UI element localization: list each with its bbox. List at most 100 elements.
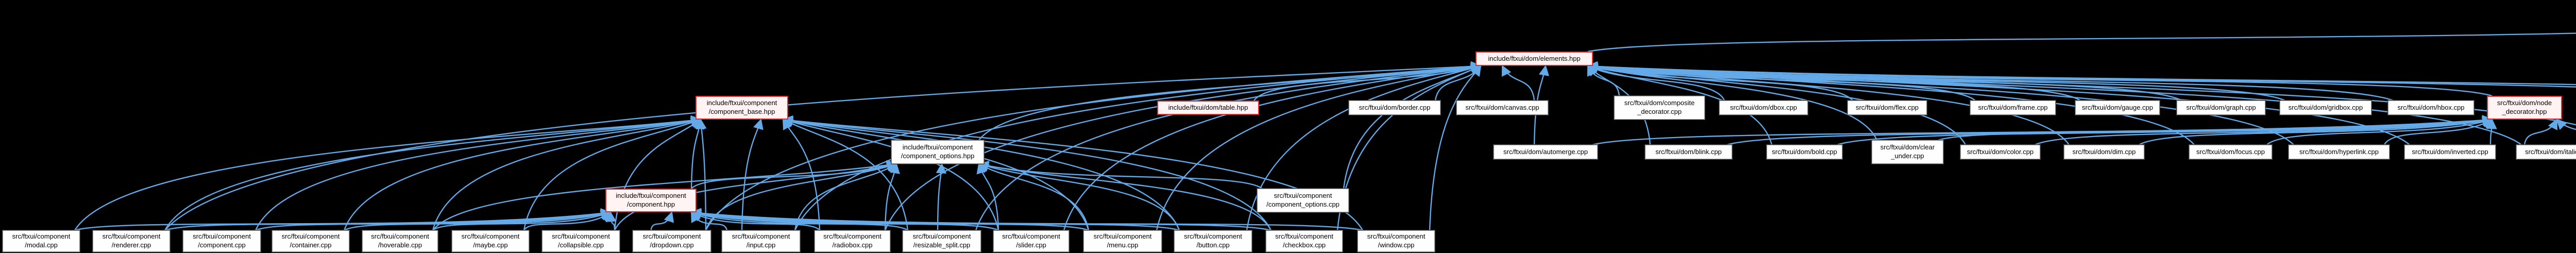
graph-node-hoverable_cpp[interactable]: src/ftxui/component/hoverable.cpp — [362, 230, 438, 252]
graph-node-input_cpp[interactable]: src/ftxui/component/input.cpp — [722, 230, 800, 252]
edge-input_cpp-to-elements_hpp — [794, 61, 1482, 231]
graph-node-label-line: include/ftxui/component — [616, 192, 686, 200]
graph-node-label-line: src/ftxui/dom/bold.cpp — [1772, 147, 1837, 156]
graph-node-component_options_cpp[interactable]: src/ftxui/component/component_options.cp… — [1257, 189, 1349, 212]
graph-node-collapsible_cpp[interactable]: src/ftxui/component/collapsible.cpp — [542, 230, 620, 252]
graph-node-label-line: src/ftxui/dom/gauge.cpp — [2081, 103, 2154, 111]
edge-maybe_cpp-to-component_base_hpp — [523, 117, 702, 231]
graph-node-label-line: /button.cpp — [1196, 241, 1230, 249]
graph-node-canvas_cpp[interactable]: src/ftxui/dom/canvas.cpp — [1456, 100, 1548, 115]
graph-node-label-line: /component_base.hpp — [708, 108, 775, 115]
edge-resizable_split_cpp-to-component_options_hpp — [936, 162, 947, 231]
edge-radiobox_cpp-to-component_options_hpp — [884, 162, 900, 231]
graph-node-focus_cpp[interactable]: src/ftxui/dom/focus.cpp — [2189, 145, 2272, 159]
graph-node-label-line: src/ftxui/component — [1093, 232, 1152, 241]
edge-radiobox_cpp-to-component_hpp — [690, 211, 820, 231]
graph-node-label-line: /renderer.cpp — [111, 241, 151, 249]
graph-node-flex_cpp[interactable]: src/ftxui/dom/flex.cpp — [1848, 100, 1927, 115]
edge-inverted_cpp-to-node_decorator_hpp — [2486, 118, 2497, 145]
graph-node-label-line: src/ftxui/component — [193, 232, 251, 241]
graph-node-color_cpp[interactable]: src/ftxui/dom/color.cpp — [1960, 145, 2040, 159]
graph-node-hyperlink_cpp[interactable]: src/ftxui/dom/hyperlink.cpp — [2289, 145, 2389, 159]
edge-collapsible_cpp-to-component_base_hpp — [614, 119, 702, 231]
edge-input_cpp-to-component_base_hpp — [741, 119, 764, 231]
edge-resizable_split_cpp-to-component_hpp — [690, 210, 908, 231]
graph-node-maybe_cpp[interactable]: src/ftxui/component/maybe.cpp — [452, 230, 529, 252]
graph-node-button_cpp[interactable]: src/ftxui/component/button.cpp — [1174, 230, 1252, 252]
edge-component_hpp-to-component_options_hpp — [691, 161, 897, 189]
graph-node-checkbox_cpp[interactable]: src/ftxui/component/checkbox.cpp — [1266, 230, 1343, 252]
graph-node-inverted_cpp[interactable]: src/ftxui/dom/inverted.cpp — [2404, 145, 2496, 159]
graph-node-node_decorator_hpp[interactable]: src/ftxui/dom/node_decorator.hpp — [2487, 96, 2562, 120]
graph-node-slider_cpp[interactable]: src/ftxui/component/slider.cpp — [993, 230, 1069, 252]
graph-node-clear_under_cpp[interactable]: src/ftxui/dom/clear_under.cpp — [1872, 140, 1943, 164]
graph-node-label-line: /collapsible.cpp — [558, 241, 604, 249]
graph-node-resizable_split_cpp[interactable]: src/ftxui/component/resizable_split.cpp — [903, 230, 981, 252]
graph-node-label-line: src/ftxui/dom/flex.cpp — [1855, 103, 1919, 111]
graph-node-component_hpp[interactable]: include/ftxui/component/component.hpp — [605, 189, 697, 212]
edge-collapsible_cpp-to-component_hpp — [605, 211, 617, 231]
graph-node-bold_cpp[interactable]: src/ftxui/dom/bold.cpp — [1767, 145, 1842, 159]
graph-node-border_cpp[interactable]: src/ftxui/dom/border.cpp — [1349, 100, 1440, 115]
edge-dropdown_cpp-to-component_options_hpp — [705, 162, 897, 231]
graph-node-label-line: include/ftxui/component — [706, 99, 777, 107]
graph-node-component_base_hpp[interactable]: include/ftxui/component/component_base.h… — [696, 96, 788, 120]
graph-node-label-line: src/ftxui/dom/clear — [1880, 143, 1935, 151]
graph-node-component_cpp[interactable]: src/ftxui/component/component.cpp — [183, 230, 261, 252]
graph-node-graph_cpp[interactable]: src/ftxui/dom/graph.cpp — [2177, 100, 2265, 115]
edge-menu_cpp-to-elements_hpp — [1156, 62, 1482, 231]
edge-button_cpp-to-component_options_hpp — [978, 161, 1180, 231]
graph-node-container_cpp[interactable]: src/ftxui/component/container.cpp — [272, 230, 349, 252]
graph-node-label-line: include/ftxui/component — [902, 143, 973, 151]
graph-node-window_cpp[interactable]: src/ftxui/component/window.cpp — [1358, 230, 1435, 252]
graph-node-label-line: _decorator.hpp — [2502, 108, 2547, 115]
graph-node-frame_cpp[interactable]: src/ftxui/dom/frame.cpp — [1970, 100, 2056, 115]
graph-node-dbox_cpp[interactable]: src/ftxui/dom/dbox.cpp — [1719, 100, 1808, 115]
graph-node-label-line: src/ftxui/component — [732, 232, 790, 241]
graph-node-label-line: src/ftxui/component — [371, 232, 429, 241]
edge-dropdown_cpp-to-component_base_hpp — [696, 118, 707, 231]
graph-node-automerge_cpp[interactable]: src/ftxui/dom/automerge.cpp — [1494, 145, 1598, 159]
graph-node-menu_cpp[interactable]: src/ftxui/component/menu.cpp — [1083, 230, 1162, 252]
graph-node-blink_cpp[interactable]: src/ftxui/dom/blink.cpp — [1645, 145, 1732, 159]
graph-node-component_options_hpp[interactable]: include/ftxui/component/component_option… — [891, 140, 984, 164]
edge-button_cpp-to-component_base_hpp — [782, 115, 1180, 231]
graph-node-radiobox_cpp[interactable]: src/ftxui/component/radiobox.cpp — [815, 230, 890, 252]
graph-node-italic_cpp[interactable]: src/ftxui/dom/italic.cpp — [2516, 145, 2576, 159]
graph-node-label-line: src/ftxui/component — [1002, 232, 1060, 241]
edge-checkbox_cpp-to-component_base_hpp — [782, 115, 1272, 231]
graph-node-label-line: src/ftxui/component — [461, 232, 520, 241]
edge-focus_cpp-to-elements_hpp — [1586, 61, 2195, 145]
graph-node-composite_decorator_cpp[interactable]: src/ftxui/dom/composite_decorator.cpp — [1614, 96, 1705, 120]
graph-node-table_hpp[interactable]: include/ftxui/dom/table.hpp — [1157, 100, 1259, 115]
graph-node-label-line: src/ftxui/dom/hyperlink.cpp — [2299, 147, 2379, 156]
edge-renderer_cpp-to-component_base_hpp — [164, 115, 702, 231]
graph-node-gridbox_cpp[interactable]: src/ftxui/dom/gridbox.cpp — [2280, 100, 2371, 115]
graph-node-renderer_cpp[interactable]: src/ftxui/component/renderer.cpp — [93, 230, 170, 252]
graph-node-label-line: src/ftxui/dom/inverted.cpp — [2412, 147, 2488, 156]
graph-node-label-line: src/ftxui/dom/focus.cpp — [2196, 147, 2265, 156]
edge-component_hpp-to-component_base_hpp — [690, 118, 705, 189]
graph-node-label-line: /checkbox.cpp — [1282, 241, 1326, 249]
graph-node-label-line: /dropdown.cpp — [650, 241, 694, 249]
graph-node-gauge_cpp[interactable]: src/ftxui/dom/gauge.cpp — [2075, 100, 2160, 115]
edge-elements_hpp-to-flexbox_config_hpp — [1587, 32, 2576, 53]
graph-node-label-line: src/ftxui/component — [1274, 192, 1332, 200]
edge-window_cpp-to-component_hpp — [690, 208, 1363, 231]
graph-node-label-line: src/ftxui/dom/italic.cpp — [2525, 147, 2576, 156]
edge-inverted_cpp-to-elements_hpp — [1586, 61, 2410, 145]
graph-node-modal_cpp[interactable]: src/ftxui/component/modal.cpp — [3, 230, 80, 252]
edge-input_cpp-to-component_options_hpp — [794, 163, 897, 231]
graph-node-hbox_cpp[interactable]: src/ftxui/dom/hbox.cpp — [2388, 100, 2474, 115]
edge-hyperlink_cpp-to-elements_hpp — [1586, 61, 2294, 145]
graph-node-dropdown_cpp[interactable]: src/ftxui/component/dropdown.cpp — [633, 230, 711, 252]
edge-component_cpp-to-component_base_hpp — [255, 115, 702, 231]
edge-focus_cpp-to-node_decorator_hpp — [2266, 117, 2493, 145]
graph-node-dim_cpp[interactable]: src/ftxui/dom/dim.cpp — [2064, 145, 2144, 159]
graph-node-label-line: include/ftxui/dom/elements.hpp — [1488, 54, 1581, 62]
graph-node-label-line: /component.cpp — [198, 241, 246, 249]
edge-clear_under_cpp-to-elements_hpp — [1587, 63, 1878, 141]
graph-node-label-line: src/ftxui/dom/node — [2497, 99, 2552, 107]
graph-node-label-line: src/ftxui/component — [1275, 232, 1333, 241]
graph-node-elements_hpp[interactable]: include/ftxui/dom/elements.hpp — [1476, 52, 1593, 66]
